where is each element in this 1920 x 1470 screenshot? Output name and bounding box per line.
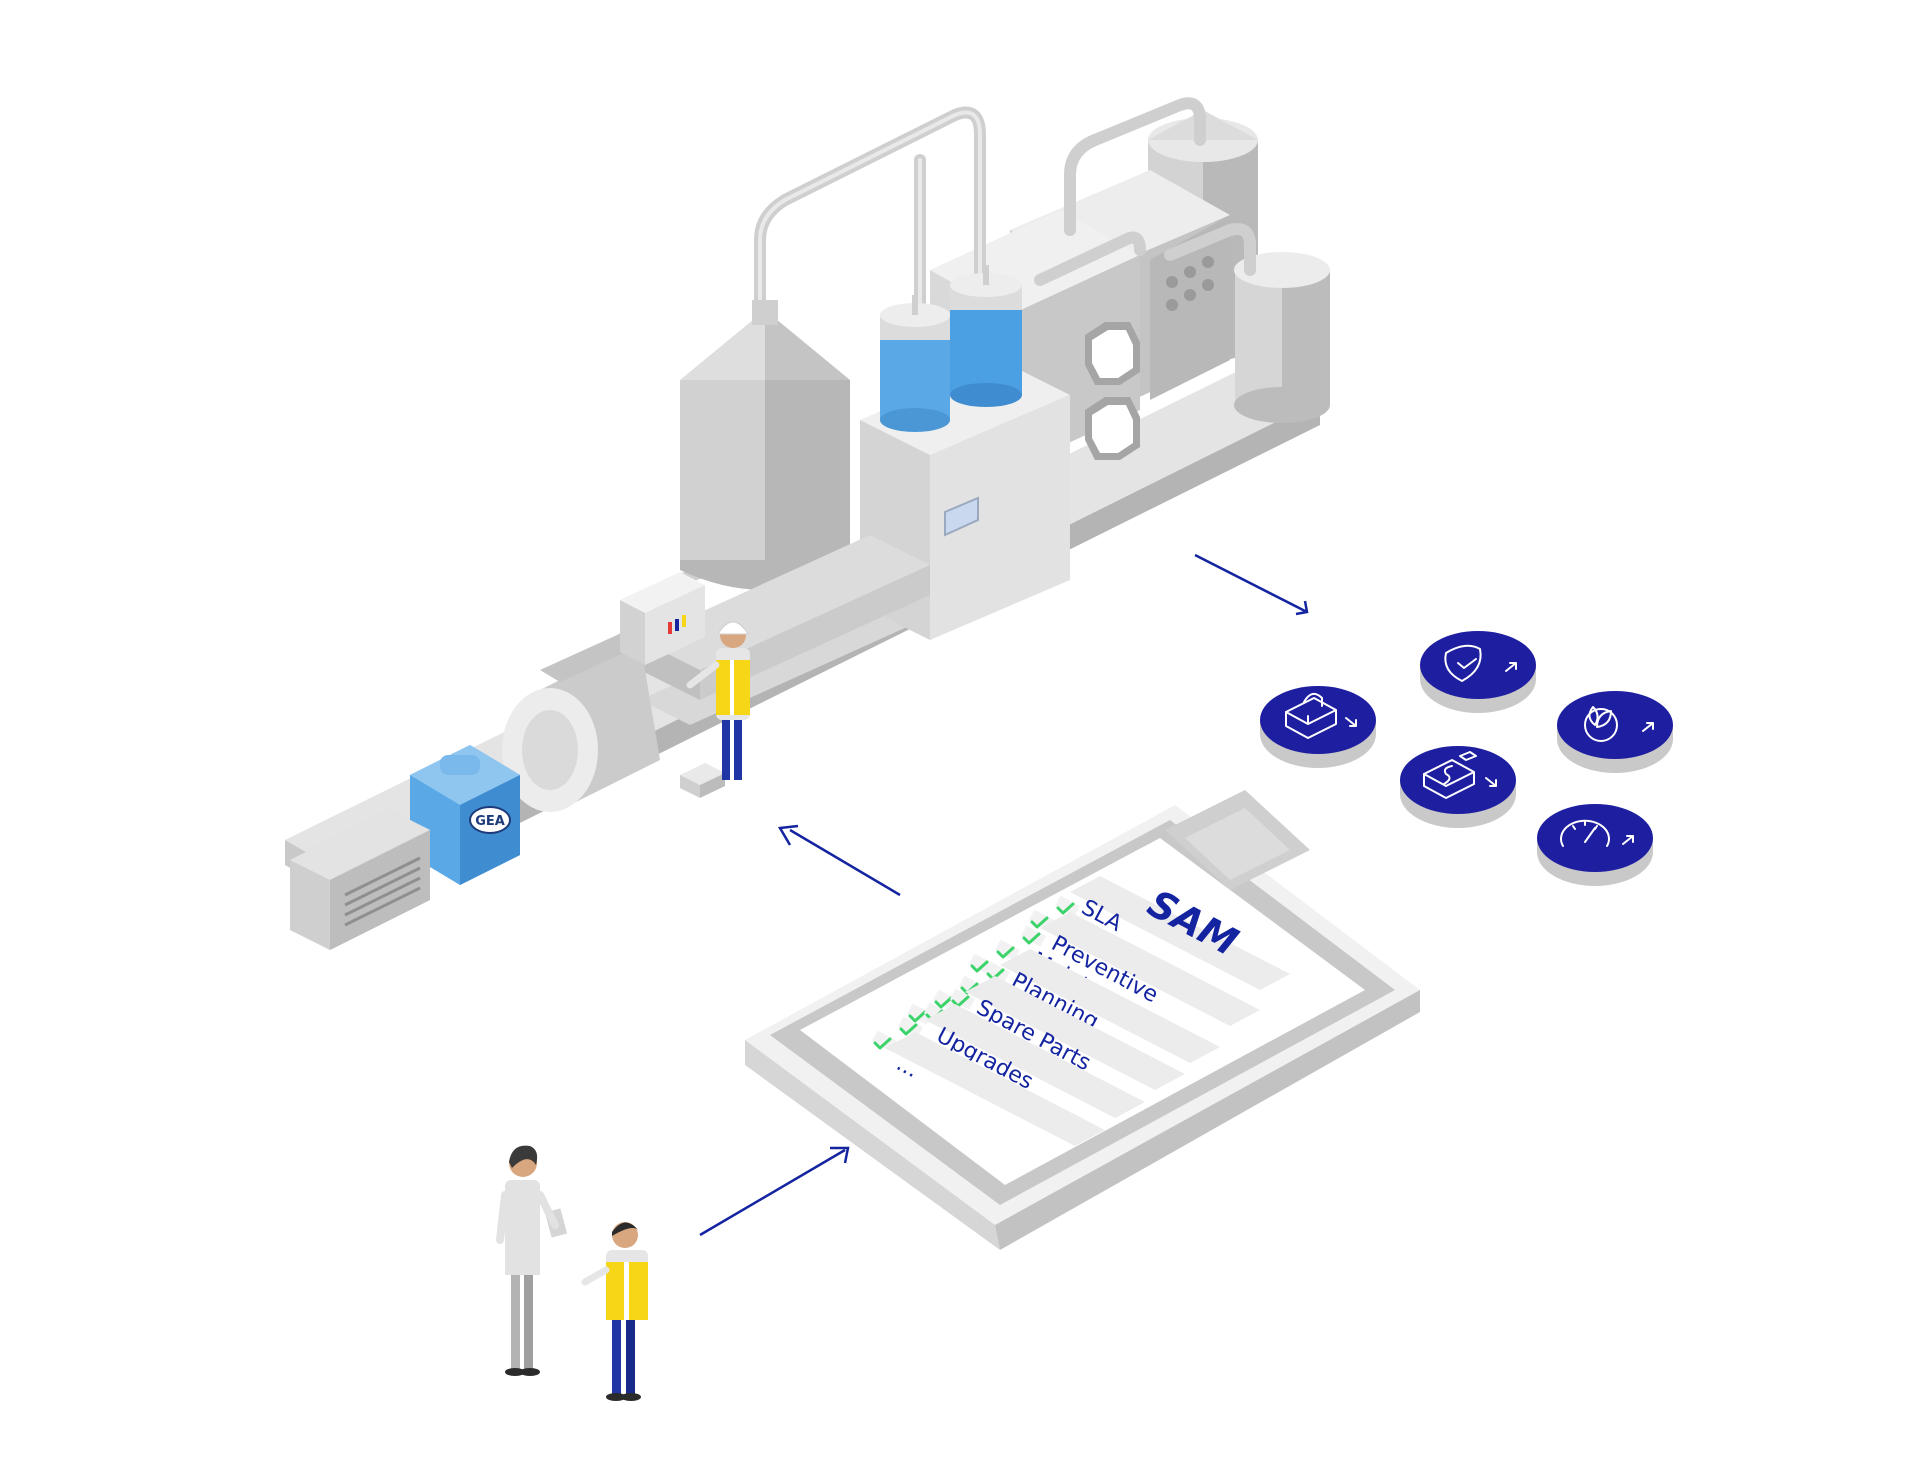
check-box [906,1003,932,1025]
toolbox [680,763,725,798]
check-icon [908,1010,927,1023]
clipboard-rows: SLAPreventiveMaintenancePlanningSpare Pa… [871,876,1290,1146]
lock-down-icon [1285,692,1357,739]
leaf-up-icon [1584,706,1654,742]
arrow-to-benefits [1194,553,1308,614]
benefit-coin [1260,686,1376,768]
check-box [1054,895,1080,917]
machine-operator [686,621,750,780]
clipboard-row-bar [1000,949,1220,1063]
clipboard-row-bar [965,976,1185,1090]
person-man-vest [581,1222,648,1401]
octagon-ports [1085,322,1140,460]
benefit-coin [1400,746,1516,828]
check-icon [934,996,953,1009]
control-box [620,572,705,665]
sam-clipboard: SLAPreventiveMaintenancePlanningSpare Pa… [745,790,1420,1250]
benefit-coin [1537,804,1653,886]
benefit-coins [1260,631,1673,886]
check-box [897,1016,923,1038]
right-front-tank [1234,252,1330,423]
check-box [994,939,1020,961]
check-icon [1022,932,1041,945]
clipboard-row-bar [1040,912,1260,1026]
check-icon [899,1023,918,1036]
check-icon [996,946,1015,959]
blue-pump: GEA [410,745,520,885]
arrow-to-clipboard-head [830,1146,850,1164]
clipboard-row-bar [1070,876,1290,990]
benefit-coin [1557,691,1673,773]
gea-logo-text: GEA [475,814,505,829]
arrow-to-clipboard [699,1148,846,1237]
pipe-highlights [758,110,982,332]
check-icon [970,960,989,973]
arrow-to-machine [789,828,901,897]
arrow-to-machine-head [777,824,799,846]
blue-tank-left [880,295,950,432]
drum-roller [502,620,670,812]
check-box [984,961,1010,983]
motor [290,810,430,950]
clipboard-row-bar [885,1032,1105,1146]
check-box [932,989,958,1011]
shield-check-up-icon [1444,644,1517,682]
money-down-icon [1423,751,1497,799]
blue-tank-right [950,265,1022,407]
arrow-to-benefits-head [1295,600,1309,616]
clipboard-row-bar [925,1004,1145,1118]
check-box [949,988,975,1010]
check-icon [1056,902,1075,915]
flow-arrows [699,553,1309,1237]
check-box [1020,925,1046,947]
person-woman [496,1145,568,1376]
check-icon [1030,916,1049,929]
benefit-coin [1420,631,1536,713]
speedometer-up-icon [1560,819,1634,847]
main-tank [680,300,850,635]
check-icon [873,1037,892,1050]
